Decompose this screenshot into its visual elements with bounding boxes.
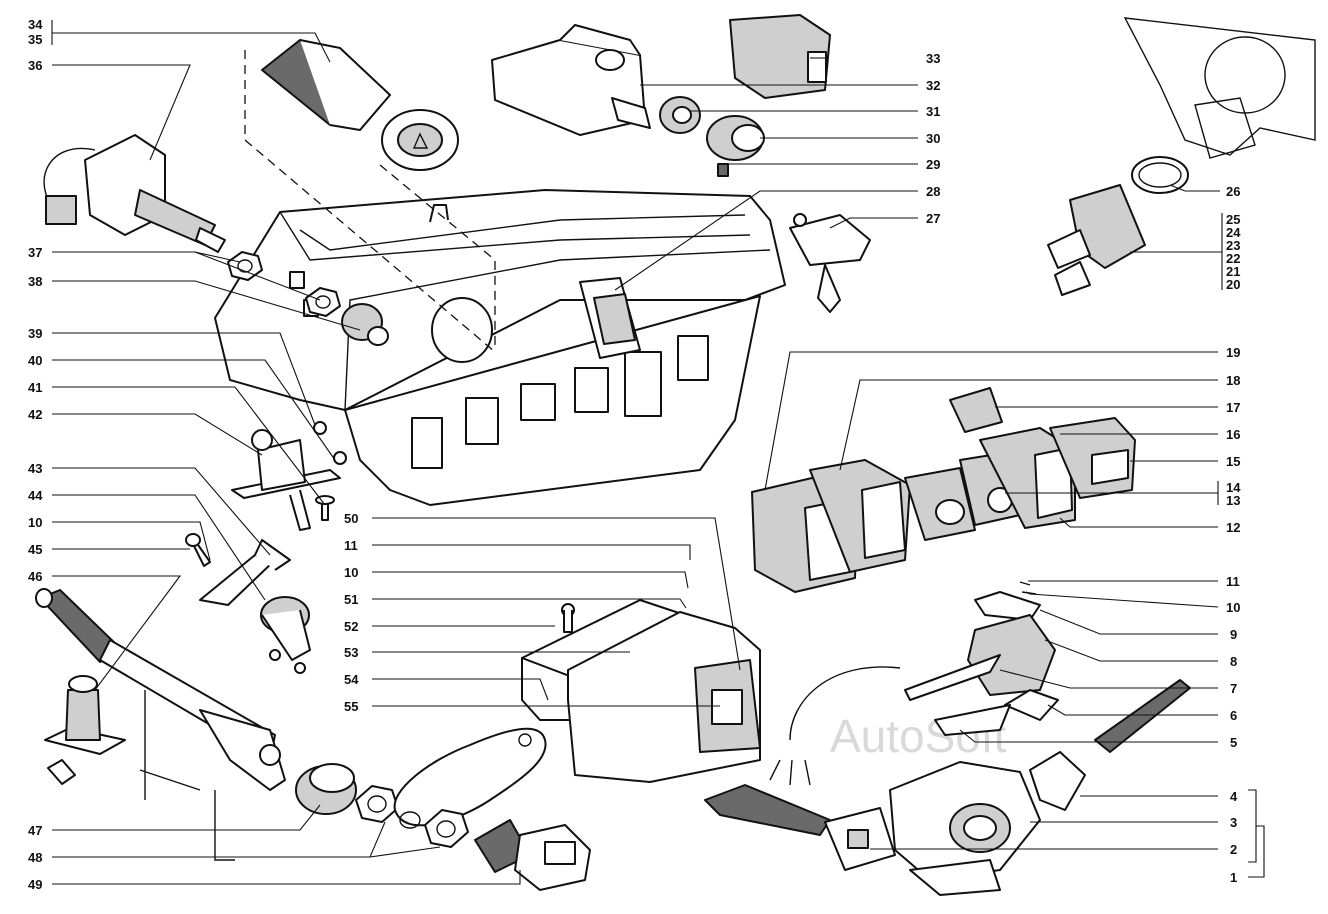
callout-label: 14 [1226,480,1241,495]
switch-27 [789,213,871,313]
ignition-switch-assembly [491,24,651,136]
callout-label: 23 [1226,238,1240,253]
callout-label: 22 [1226,251,1240,266]
callout-label: 28 [926,184,940,199]
callout-label: 48 [28,850,42,865]
callout-label: 18 [1226,373,1240,388]
callout-label: 21 [1226,264,1240,279]
callout-label: 50 [344,511,358,526]
dashboard-panel [214,189,786,506]
callout-label: 3 [1230,815,1237,830]
assembly-line [244,50,496,353]
callout-label: 49 [28,877,42,892]
callout-label: 24 [1226,225,1241,240]
toggle-switch-28 [579,277,641,359]
callout-label: 11 [1226,574,1240,589]
callout-label: 43 [28,461,42,476]
hex-nut [305,287,341,317]
fuse-box-module [521,599,761,783]
callout-label: 27 [926,211,940,226]
callout-label: 37 [28,245,42,260]
callout-label: 9 [1230,627,1237,642]
callouts-top-center: 33 32 31 30 29 28 27 [926,51,940,226]
callout-label: 35 [28,32,42,47]
callouts-right-top: 26 25 24 23 22 21 20 [1226,184,1241,292]
hex-nut [424,809,469,848]
cigarette-lighter [261,39,459,171]
callout-label: 30 [926,131,940,146]
callouts-left: 34 35 36 37 38 39 40 41 42 43 44 10 45 4… [28,17,43,892]
callout-label: 19 [1226,345,1240,360]
callout-label: 17 [1226,400,1240,415]
callout-label: 34 [28,17,43,32]
callout-label: 12 [1226,520,1240,535]
callout-label: 10 [28,515,42,530]
washer-plate [393,727,547,829]
sealing-ring [1131,156,1189,194]
spring-pin [717,163,729,177]
callout-label: 11 [344,538,358,553]
bushing [295,763,357,815]
callout-label: 31 [926,104,940,119]
steering-column-switch [704,581,1191,896]
brake-light-switch [185,533,311,674]
handbrake-lever [35,588,286,861]
sensor-switch [474,819,591,891]
callout-label: 44 [28,488,43,503]
callout-label: 29 [926,157,940,172]
callouts-right: 19 18 17 16 15 14 13 12 11 10 9 8 7 6 5 … [1226,345,1241,885]
callout-label: 38 [28,274,42,289]
callout-label: 33 [926,51,940,66]
callout-label: 47 [28,823,42,838]
callout-label: 39 [28,326,42,341]
relay-33 [729,14,831,99]
callout-label: 46 [28,569,42,584]
assembly-line [379,164,496,350]
hex-nut [227,251,263,281]
callout-label: 2 [1230,842,1237,857]
knurled-knob [341,303,389,346]
callout-label: 10 [344,565,358,580]
hex-nut [355,785,399,823]
callout-label: 15 [1226,454,1240,469]
callout-label: 36 [28,58,42,73]
callout-label: 10 [1226,600,1240,615]
callout-label: 32 [926,78,940,93]
callout-label: 5 [1230,735,1237,750]
callout-label: 53 [344,645,358,660]
callout-label: 25 [1226,212,1240,227]
callout-label: 13 [1226,493,1240,508]
relay-bracket [231,421,347,531]
callout-label: 40 [28,353,42,368]
switch-ring [659,96,701,134]
callout-label: 41 [28,380,42,395]
callout-label: 16 [1226,427,1240,442]
body-panel-outline [1123,17,1316,159]
callout-label: 7 [1230,681,1237,696]
callout-label: 26 [1226,184,1240,199]
callout-label: 52 [344,619,358,634]
temperature-sensor [1047,184,1146,296]
callout-label: 4 [1230,789,1238,804]
callout-label: 8 [1230,654,1237,669]
rocker-switch-block [751,387,1136,593]
callout-label: 1 [1230,870,1237,885]
callout-label: 54 [344,672,359,687]
leader-lines [51,20,1265,885]
callout-label: 55 [344,699,358,714]
connector-block [43,134,226,253]
callouts-middle: 50 11 10 51 52 53 54 55 [344,511,359,714]
callout-label: 6 [1230,708,1237,723]
switch-knob [706,115,765,161]
callout-label: 42 [28,407,42,422]
callout-label: 20 [1226,277,1240,292]
callout-label: 51 [344,592,358,607]
callout-label: 45 [28,542,42,557]
